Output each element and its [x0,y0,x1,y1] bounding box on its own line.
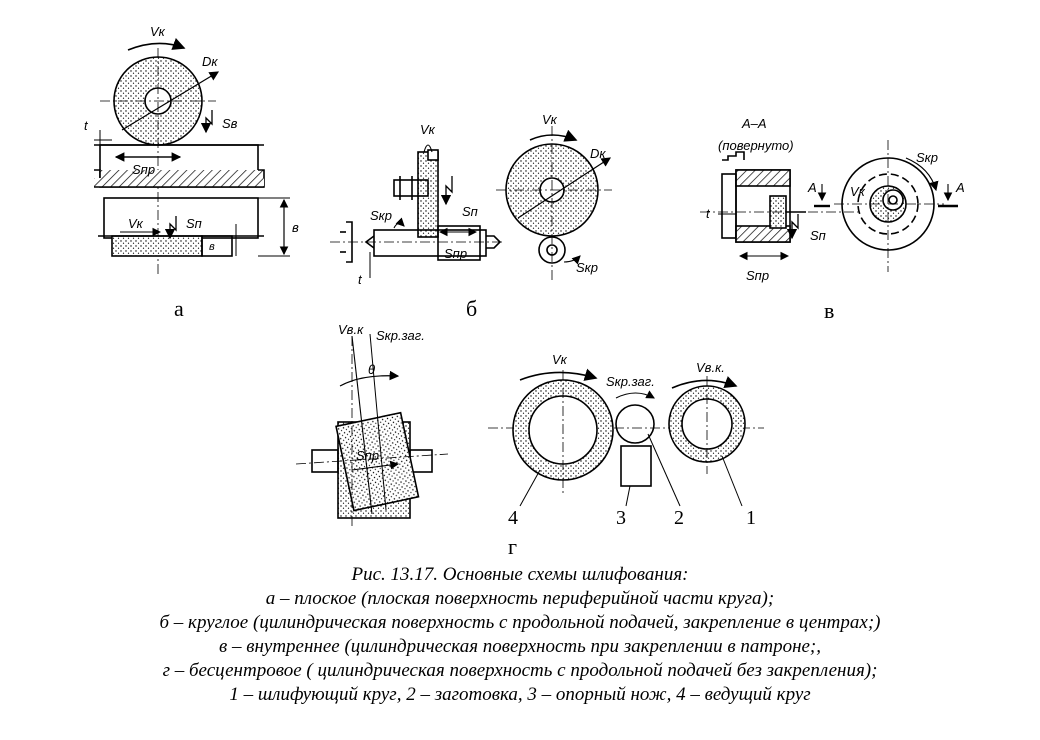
label-skr-zag: Sкр.заг. [376,328,425,343]
label-vvk2: Vв.к. [696,360,725,375]
label-dk: Dк [590,146,606,161]
figure-g-centerless-grinding [295,333,764,528]
label-vk: Vк [150,24,166,39]
label-b-small: в [209,241,215,253]
label-n4: 4 [508,507,518,529]
label-sv: Sв [222,116,238,131]
label-a-left: А [807,180,817,195]
subfigure-b-label: б [466,296,477,321]
label-vk: Vк [420,122,436,137]
label-theta: θ [368,362,375,377]
label-skr2: Sкр [576,260,598,275]
figure-b-labels: Vк Sп Sкр Sпр t Vк Dк Sкр б [358,112,606,321]
figure-g-labels: Vв.к Sкр.заг. θ Sпр Vк Sкр.заг. Vв.к. 4 … [338,322,756,559]
figure-caption: Рис. 13.17. Основные схемы шлифования: а… [0,563,1040,707]
caption-b: б – круглое (цилиндрическая поверхность … [159,612,881,633]
figure-a-labels: Vк Dк Sв t Sпр Sп Vк в в а [84,24,299,321]
caption-g: г – бесцентровое ( цилиндрическая поверх… [162,660,878,681]
label-n1: 1 [746,507,756,529]
label-skr: Sкр [370,208,392,223]
label-vk: Vк [552,352,568,367]
caption-legend: 1 – шлифующий круг, 2 – заготовка, 3 – о… [229,684,811,705]
subfigure-g-label: г [508,534,517,559]
label-spr: Sпр [132,162,155,177]
label-spr: Sпр [356,448,379,463]
label-vk: Vк [850,184,866,199]
caption-a: а – плоское (плоская поверхность перифер… [265,588,775,609]
label-n3: 3 [616,507,626,529]
label-rotated: (повернуто) [718,138,794,153]
figure-v-internal-grinding [700,140,958,272]
label-vvk: Vв.к [338,322,364,337]
figure-b-cylindrical-grinding [330,126,612,280]
caption-v: в – внутреннее (цилиндрическая поверхнос… [218,636,822,657]
label-spr: Sпр [444,246,467,261]
label-vk2: Vк [542,112,558,127]
subfigure-a-label: а [174,296,184,321]
label-spr: Sпр [746,268,769,283]
label-t: t [84,118,89,133]
figure-v-labels: А–А (повернуто) А А t Sп Sпр Vк Sкр в [706,116,965,323]
caption-title: Рис. 13.17. Основные схемы шлифования: [351,564,689,585]
label-a-right: А [955,180,965,195]
label-n2: 2 [674,507,684,529]
label-sp: Sп [186,216,202,231]
label-dk: Dк [202,54,218,69]
label-t: t [358,272,363,287]
grinding-schemes-diagram: Vк Dк Sв t Sпр Sп Vк в в а [84,24,965,559]
figure-a-surface-grinding [94,38,290,274]
label-sp: Sп [462,204,478,219]
label-vk2: Vк [128,216,144,231]
label-section: А–А [741,116,767,131]
label-t: t [706,206,711,221]
label-skr: Sкр [916,150,938,165]
label-sp: Sп [810,228,826,243]
label-skr-zag2: Sкр.заг. [606,374,655,389]
label-b: в [292,220,299,235]
subfigure-v-label: в [824,298,834,323]
